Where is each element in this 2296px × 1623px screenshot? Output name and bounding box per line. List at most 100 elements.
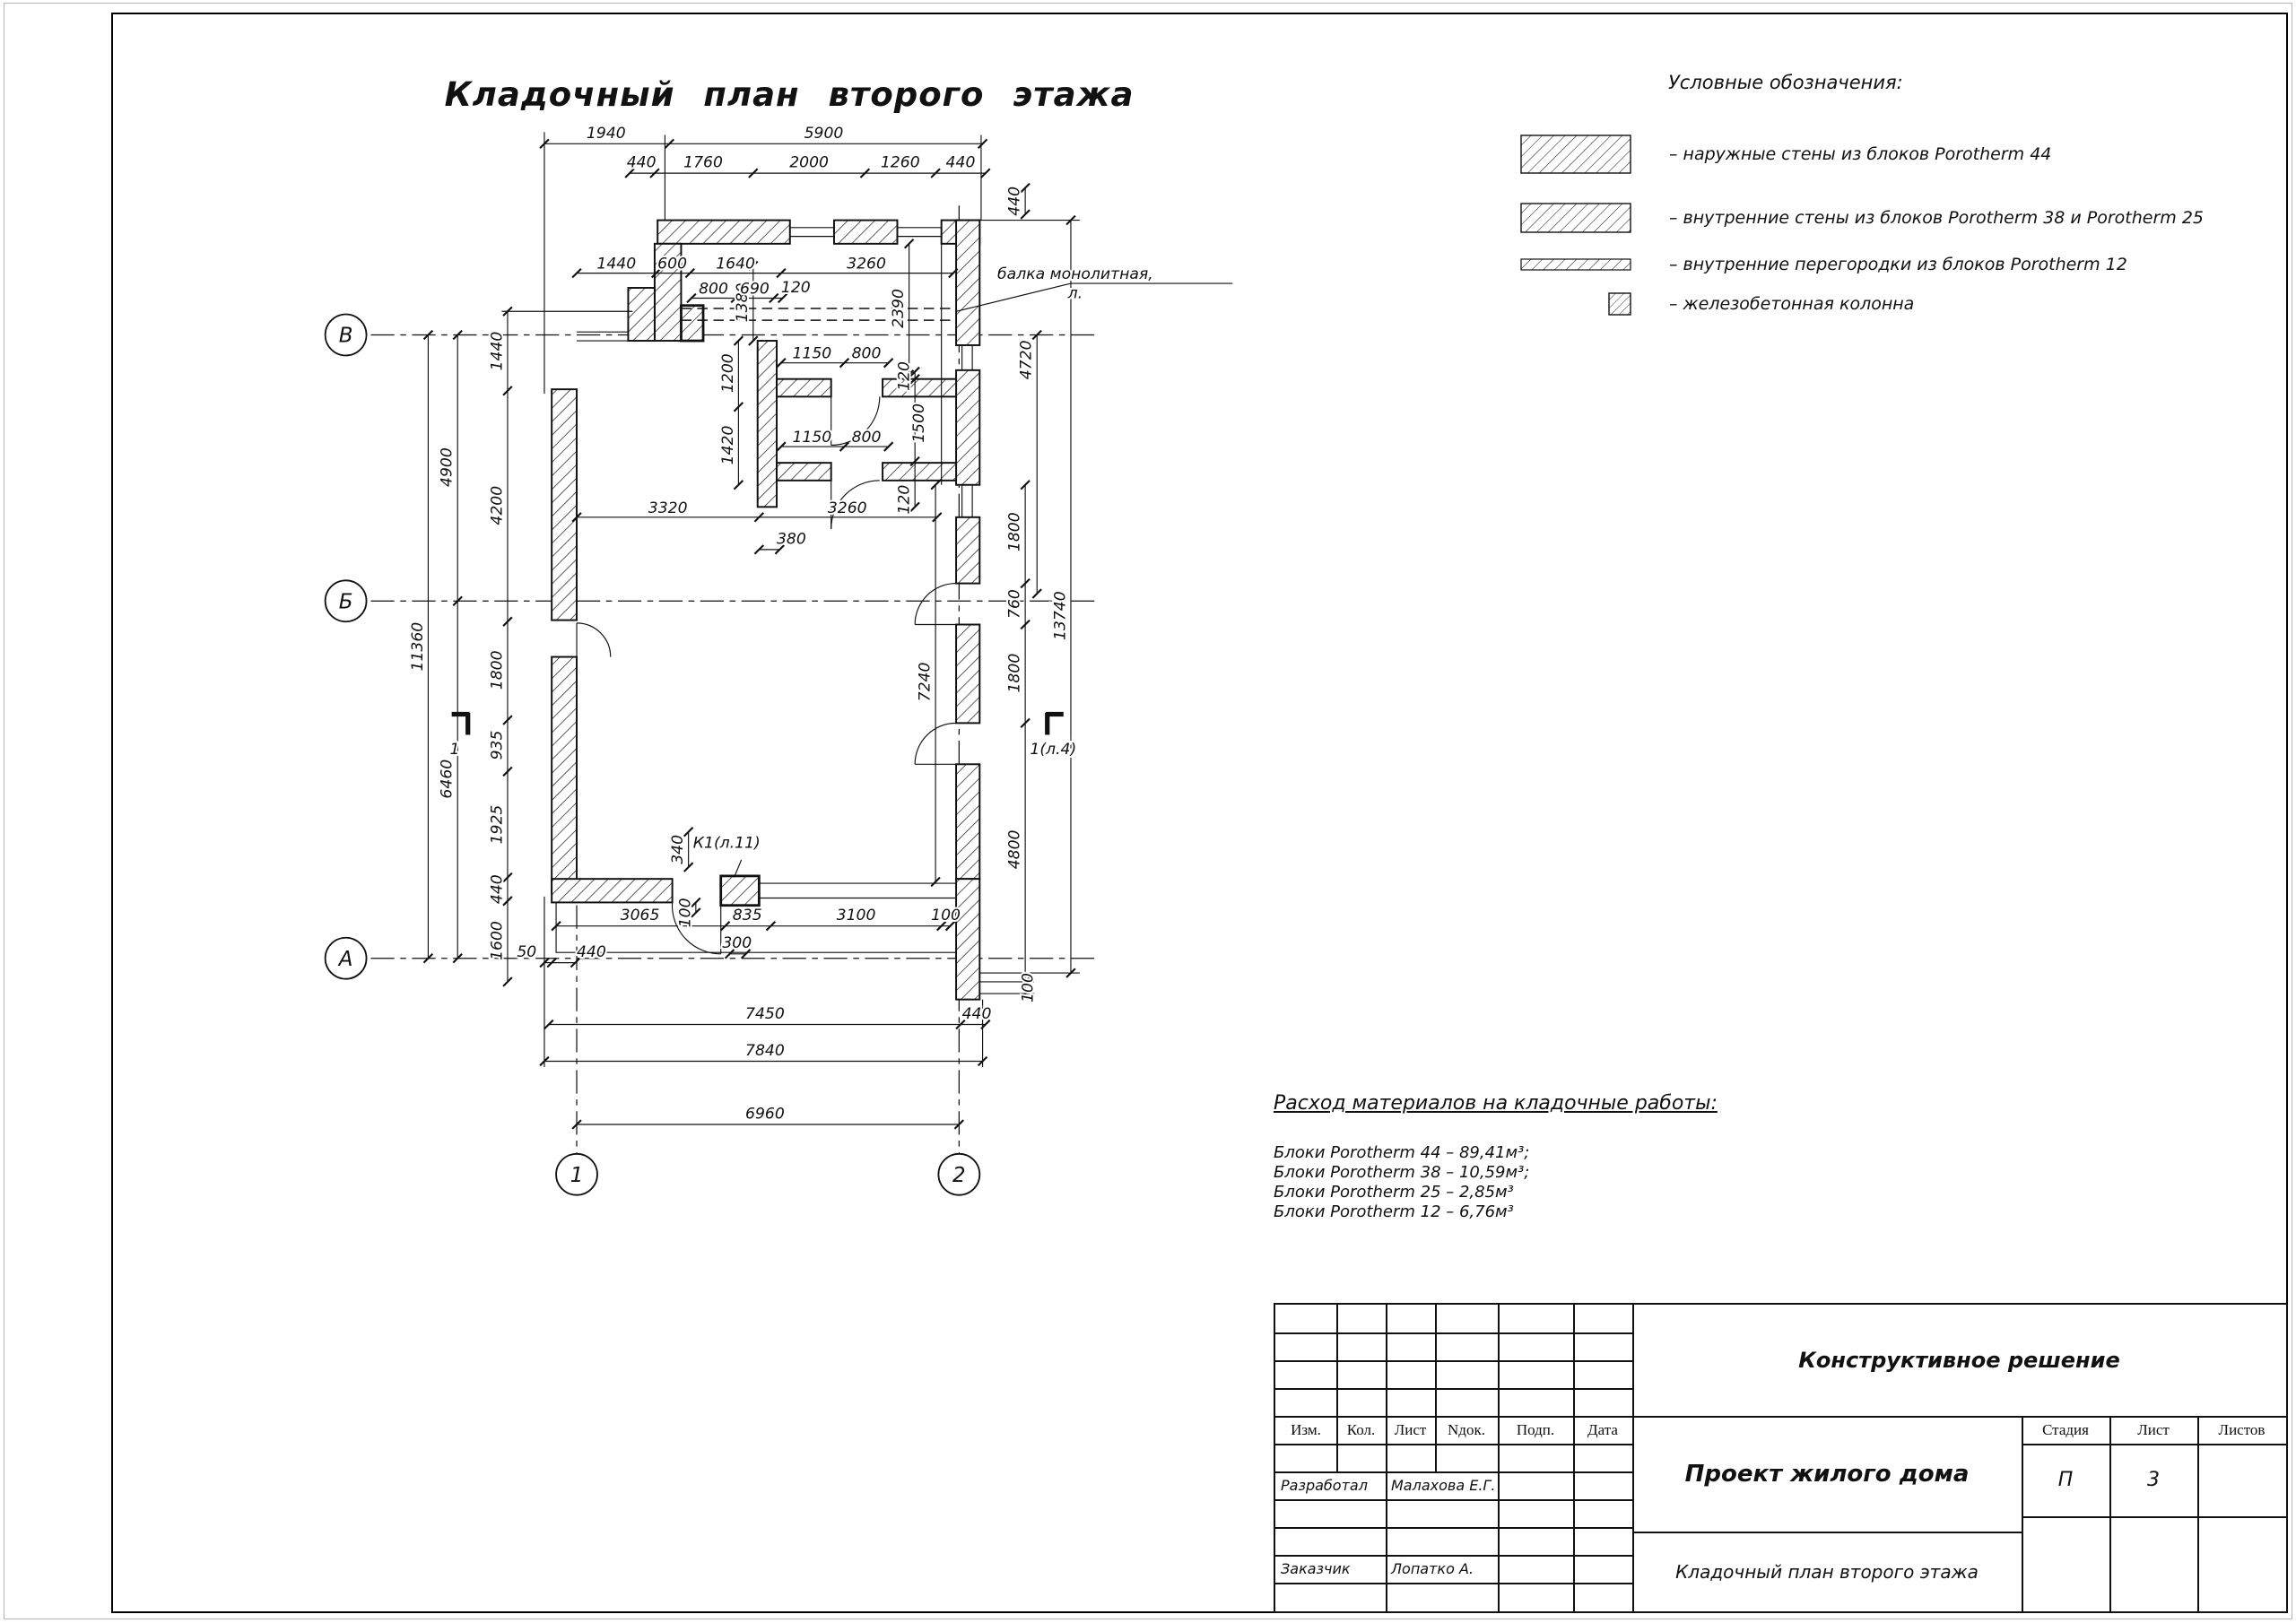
- dim-label: 120: [896, 485, 914, 515]
- legend-item-exterior-walls: – наружные стены из блоков Porotherm 44: [1520, 135, 2051, 174]
- legend-swatch-interior-wall: [1520, 203, 1631, 233]
- axis-bubble-Б: Б: [324, 579, 368, 623]
- dim-label: 440: [488, 874, 506, 904]
- dim-label: 935: [488, 731, 506, 760]
- dim-label: 440: [946, 154, 976, 172]
- tb-stage-col: Стадия: [2042, 1421, 2089, 1438]
- dim-label: 1600: [488, 921, 506, 960]
- dim-label: 440: [962, 1005, 992, 1023]
- leader-k1: [733, 859, 743, 878]
- tb-sheet-title: Кладочный план второго этажа: [1675, 1560, 1979, 1583]
- dim-label: 3260: [847, 256, 886, 273]
- svg-text:А: А: [337, 948, 353, 971]
- floor-plan: 1940590044017602000126044044014406001640…: [324, 125, 1233, 1196]
- dim-label: 340: [669, 835, 687, 864]
- tb-listov-col: Листов: [2218, 1421, 2266, 1438]
- legend-swatch-partition: [1520, 258, 1631, 271]
- dim-label: 1940: [587, 125, 626, 143]
- dim-label: 100: [676, 898, 694, 927]
- dim-label: 1150: [792, 429, 831, 447]
- tb-col-kol: Кол.: [1346, 1421, 1376, 1438]
- svg-text:В: В: [339, 325, 353, 348]
- dim-label: 1800: [488, 650, 506, 690]
- dim-label: 100: [931, 907, 961, 924]
- dim-label: 2000: [789, 154, 829, 172]
- dim-label: 300: [722, 934, 752, 952]
- dim-label: 1440: [488, 332, 506, 371]
- legend-title: Условные обозначения:: [1668, 72, 1903, 93]
- tb-role-developer: Разработал: [1281, 1477, 1368, 1494]
- svg-text:2: 2: [952, 1164, 966, 1187]
- dim-label: 1640: [716, 256, 755, 273]
- dim-label: 1440: [596, 256, 636, 273]
- dim-label: 4900: [439, 447, 457, 487]
- materials-block: Расход материалов на кладочные работы: Б…: [1274, 1092, 1901, 1222]
- axis-bubble-2: 2: [937, 1152, 981, 1196]
- materials-line: Блоки Porotherm 25 – 2,85м³: [1274, 1183, 1514, 1202]
- dim-label: 3065: [621, 907, 660, 924]
- tb-doc-type: Конструктивное решение: [1798, 1348, 2120, 1373]
- dim-label: 440: [627, 154, 657, 172]
- axis-bubble-1: 1: [555, 1152, 598, 1196]
- dim-label: 1260: [881, 154, 920, 172]
- dim-label: 11360: [409, 622, 427, 672]
- section-mark-left: [451, 711, 471, 735]
- column-k1: [719, 874, 761, 907]
- tb-name-developer: Малахова Е.Г.: [1391, 1477, 1496, 1494]
- section-label-1: 1: [449, 741, 459, 759]
- tb-name-customer: Лопатко А.: [1391, 1560, 1474, 1577]
- dim-label: 7450: [745, 1005, 785, 1023]
- tb-list-col: Лист: [2137, 1421, 2170, 1438]
- rc-columns: [680, 304, 761, 907]
- tb-role-customer: Заказчик: [1281, 1560, 1351, 1577]
- note-column-k1: К1(л.11): [693, 835, 761, 853]
- paper-edge: [4, 3, 2292, 1619]
- dim-label: 5900: [804, 125, 844, 143]
- materials-line: Блоки Porotherm 44 – 89,41м³;: [1274, 1143, 1530, 1162]
- tb-col-podp: Подп.: [1516, 1421, 1555, 1438]
- dim-label: 50: [517, 943, 536, 961]
- legend-item-partitions: – внутренние перегородки из блоков Porot…: [1520, 255, 2127, 274]
- dim-label: 835: [733, 907, 762, 924]
- svg-text:1: 1: [570, 1164, 584, 1187]
- dim-label: 1150: [792, 345, 831, 363]
- section-label-1-l4: 1(л.4): [1030, 741, 1076, 759]
- dim-label: 3260: [828, 499, 867, 517]
- drawing-title: Кладочный план второго этажа: [444, 75, 1135, 114]
- note-beam-line1: балка монолитная,: [997, 265, 1153, 283]
- dim-label: 4200: [488, 486, 506, 525]
- axis-bubble-А: А: [324, 936, 368, 980]
- tb-col-izm: Изм.: [1291, 1421, 1321, 1438]
- dim-label: 1925: [488, 805, 506, 845]
- tb-sheets-total: [2197, 1444, 2286, 1516]
- column-top: [680, 304, 705, 343]
- dim-label: 4800: [1006, 829, 1024, 869]
- legend-label: – железобетонная колонна: [1669, 294, 1915, 314]
- dim-label: 1380: [734, 282, 752, 322]
- dim-label: 3320: [648, 499, 688, 517]
- dimension-lines: [422, 138, 1076, 1130]
- tb-col-ndok: Nдок.: [1448, 1421, 1485, 1438]
- legend-item-rc-column: – железобетонная колонна: [1520, 292, 1914, 316]
- dim-label: 690: [740, 281, 770, 299]
- dim-label: 1420: [719, 426, 737, 465]
- dim-label: 6960: [745, 1105, 785, 1123]
- legend-swatch-rc-column: [1520, 292, 1631, 316]
- tb-col-list: Лист: [1394, 1421, 1427, 1438]
- legend-item-interior-walls: – внутренние стены из блоков Porotherm 3…: [1520, 203, 2204, 233]
- dim-label: 800: [852, 429, 882, 447]
- section-mark-right: [1045, 711, 1064, 735]
- dim-label: 4720: [1018, 340, 1036, 379]
- dim-label: 800: [852, 345, 882, 363]
- dim-label: 380: [777, 530, 806, 548]
- dim-label: 1500: [910, 404, 928, 443]
- note-beam-line2: л.: [1067, 284, 1083, 302]
- dim-label: 1760: [683, 154, 723, 172]
- dim-label: 440: [1006, 187, 1024, 216]
- walls: [551, 219, 981, 1001]
- title-block: Изм. Кол. Лист Nдок. Подп. Дата Разработ…: [1274, 1303, 2288, 1613]
- dim-label: 13740: [1051, 591, 1069, 640]
- legend-label: – внутренние стены из блоков Porotherm 3…: [1669, 208, 2205, 228]
- materials-title: Расход материалов на кладочные работы:: [1274, 1092, 1718, 1115]
